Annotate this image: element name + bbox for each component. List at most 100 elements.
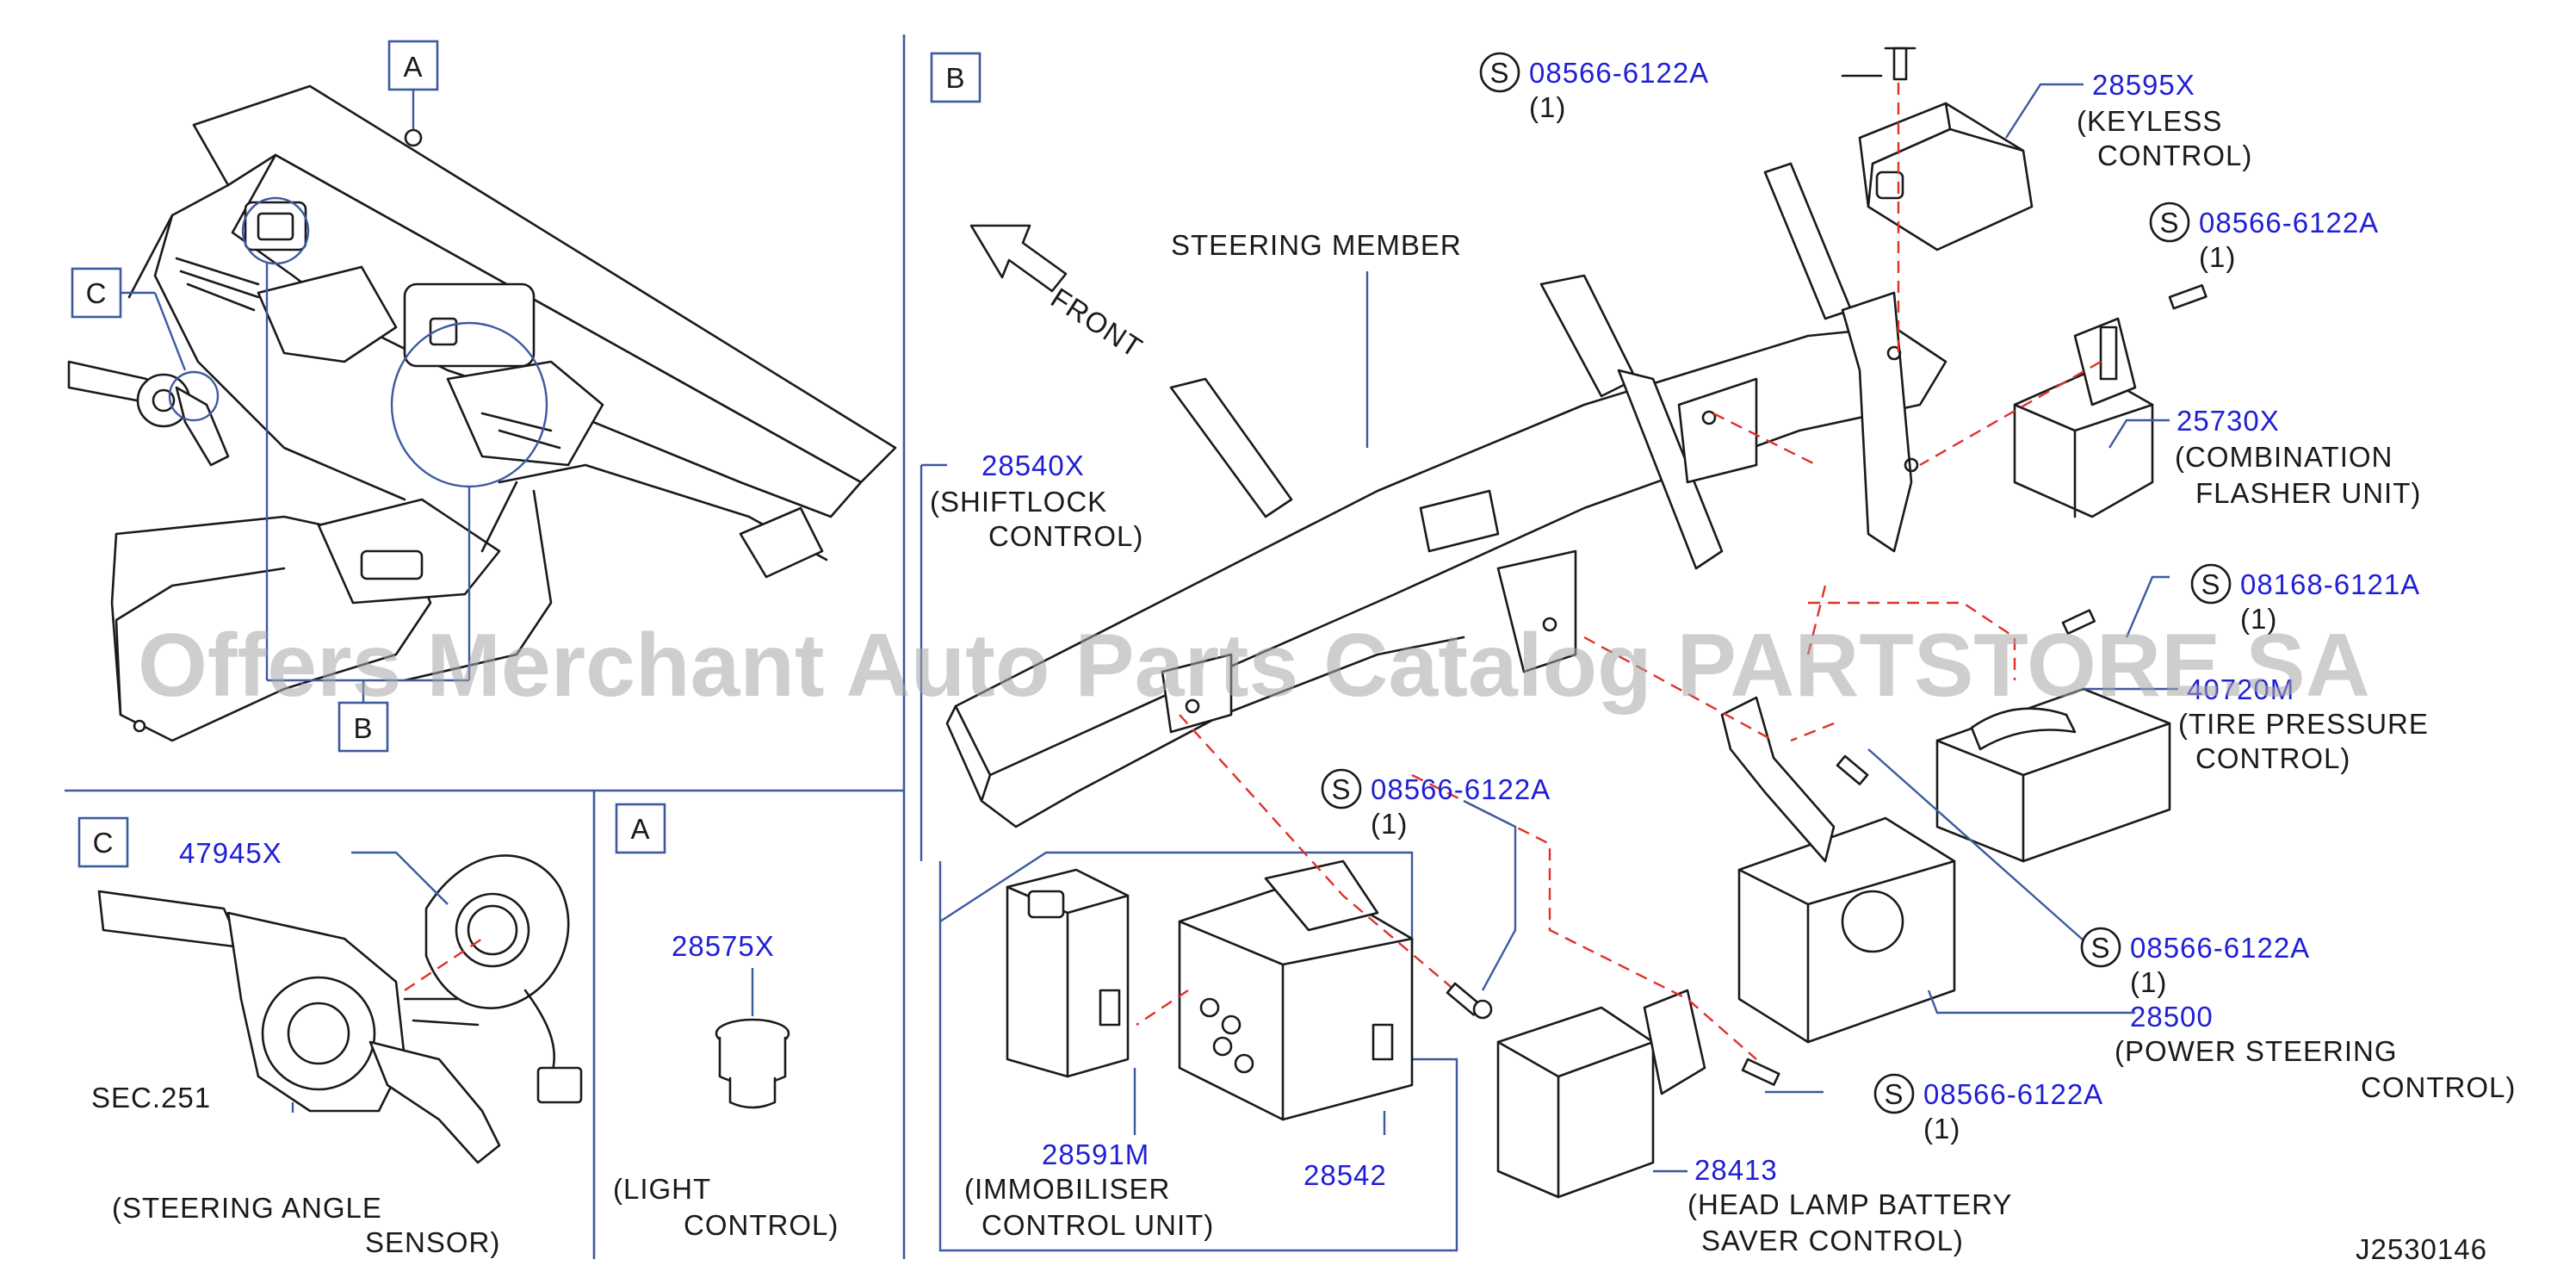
svg-text:CONTROL UNIT): CONTROL UNIT) bbox=[981, 1209, 1214, 1241]
headlamp-saver-illustration bbox=[1411, 773, 1780, 1199]
svg-text:CONTROL): CONTROL) bbox=[2195, 742, 2350, 774]
svg-text:A: A bbox=[403, 51, 423, 83]
svg-text:B: B bbox=[945, 62, 965, 94]
fastener-callout-1: S 08566-6122A (1) bbox=[1479, 52, 1709, 123]
combination-switch-small bbox=[67, 360, 230, 467]
label-28540x: 28540X (SHIFTLOCK CONTROL) bbox=[930, 450, 1143, 552]
svg-text:25730X: 25730X bbox=[2177, 405, 2280, 437]
svg-text:(1): (1) bbox=[2130, 966, 2167, 998]
steering-angle-sensor-illustration bbox=[97, 854, 583, 1164]
svg-text:08566-6122A: 08566-6122A bbox=[2199, 207, 2379, 239]
svg-text:28542: 28542 bbox=[1303, 1159, 1387, 1191]
svg-text:28413: 28413 bbox=[1694, 1154, 1778, 1186]
svg-text:S: S bbox=[1884, 1078, 1904, 1110]
view-label-a-top: A bbox=[387, 40, 439, 91]
leader-lines bbox=[351, 83, 2178, 1173]
svg-text:S: S bbox=[2201, 568, 2220, 600]
watermark: Offers Merchant Auto Parts Catalog PARTS… bbox=[138, 616, 2370, 716]
svg-text:FRONT: FRONT bbox=[1045, 282, 1149, 364]
svg-text:(STEERING ANGLE: (STEERING ANGLE bbox=[112, 1192, 382, 1224]
svg-text:08566-6122A: 08566-6122A bbox=[1371, 773, 1551, 805]
svg-text:28500: 28500 bbox=[2130, 1001, 2214, 1033]
label-28595x: 28595X (KEYLESS CONTROL) bbox=[2077, 69, 2252, 171]
svg-text:(IMMOBILISER: (IMMOBILISER bbox=[964, 1173, 1170, 1205]
panel-frames bbox=[65, 34, 906, 1259]
combination-flasher-illustration bbox=[1712, 284, 2208, 518]
shiftlock-frame bbox=[938, 851, 1458, 1252]
power-steering-illustration bbox=[1583, 636, 1956, 1044]
label-sec251: SEC.251 bbox=[91, 1082, 211, 1114]
fastener-callout-6: S 08566-6122A (1) bbox=[1873, 1073, 2103, 1145]
svg-text:C: C bbox=[93, 827, 115, 859]
svg-text:J2530146: J2530146 bbox=[2356, 1233, 2487, 1265]
svg-text:S: S bbox=[2090, 932, 2110, 964]
label-25730x: 25730X (COMBINATION FLASHER UNIT) bbox=[2175, 405, 2421, 509]
svg-text:CONTROL): CONTROL) bbox=[988, 520, 1143, 552]
fastener-callout-2: S 08566-6122A (1) bbox=[2149, 202, 2379, 273]
bolt-middle bbox=[1446, 982, 1493, 1020]
svg-text:CONTROL): CONTROL) bbox=[2097, 140, 2252, 171]
keyless-control-illustration bbox=[1841, 47, 2034, 353]
view-label-c-top: C bbox=[71, 267, 122, 319]
label-light-control: (LIGHT CONTROL) bbox=[613, 1173, 839, 1241]
svg-text:(1): (1) bbox=[2199, 241, 2236, 273]
label-steering-member: STEERING MEMBER bbox=[1171, 229, 1462, 261]
svg-text:28591M: 28591M bbox=[1042, 1138, 1149, 1170]
svg-text:(1): (1) bbox=[1371, 808, 1408, 840]
svg-text:08566-6122A: 08566-6122A bbox=[1529, 57, 1709, 89]
svg-text:S: S bbox=[1331, 773, 1351, 805]
view-leaders bbox=[121, 90, 471, 703]
label-steering-angle-sensor: (STEERING ANGLE SENSOR) bbox=[112, 1192, 500, 1258]
svg-text:SENSOR): SENSOR) bbox=[365, 1226, 500, 1258]
fastener-callout-4: S 08566-6122A (1) bbox=[1321, 768, 1551, 840]
label-40720m: 40720M (TIRE PRESSURE CONTROL) bbox=[2178, 673, 2429, 774]
dashboard-illustration bbox=[110, 84, 897, 742]
svg-text:(SHIFTLOCK: (SHIFTLOCK bbox=[930, 486, 1107, 518]
svg-text:SEC.251: SEC.251 bbox=[91, 1082, 211, 1114]
svg-text:08168-6121A: 08168-6121A bbox=[2240, 568, 2420, 600]
svg-text:08566-6122A: 08566-6122A bbox=[1923, 1078, 2103, 1110]
view-label-c-panel: C bbox=[77, 816, 129, 868]
svg-text:08566-6122A: 08566-6122A bbox=[2130, 932, 2310, 964]
svg-text:(1): (1) bbox=[1529, 91, 1566, 123]
front-arrow: FRONT bbox=[969, 224, 1149, 364]
fastener-callout-3: S 08168-6121A (1) bbox=[2190, 563, 2420, 635]
svg-text:B: B bbox=[353, 712, 373, 744]
label-28542: 28542 bbox=[1303, 1159, 1387, 1191]
view-label-a-panel: A bbox=[615, 803, 666, 854]
label-28591m: 28591M (IMMOBILISER CONTROL UNIT) bbox=[964, 1138, 1214, 1241]
svg-text:CONTROL): CONTROL) bbox=[2361, 1071, 2516, 1103]
svg-text:(LIGHT: (LIGHT bbox=[613, 1173, 711, 1205]
label-47945x: 47945X bbox=[179, 837, 282, 869]
svg-text:SAVER CONTROL): SAVER CONTROL) bbox=[1701, 1225, 1964, 1256]
svg-text:(TIRE PRESSURE: (TIRE PRESSURE bbox=[2178, 708, 2429, 740]
svg-text:STEERING MEMBER: STEERING MEMBER bbox=[1171, 229, 1462, 261]
label-28500: 28500 (POWER STEERING CONTROL) bbox=[2115, 1001, 2516, 1103]
svg-text:(COMBINATION: (COMBINATION bbox=[2175, 441, 2393, 473]
svg-text:S: S bbox=[2159, 207, 2179, 239]
svg-text:(POWER STEERING: (POWER STEERING bbox=[2115, 1035, 2398, 1067]
immobiliser-illustration bbox=[1006, 868, 1130, 1078]
diagram-id: J2530146 bbox=[2356, 1233, 2487, 1265]
svg-text:(1): (1) bbox=[2240, 603, 2277, 635]
svg-text:A: A bbox=[630, 813, 650, 845]
svg-text:(1): (1) bbox=[1923, 1113, 1960, 1145]
label-28413: 28413 (HEAD LAMP BATTERY SAVER CONTROL) bbox=[1687, 1154, 2011, 1256]
svg-text:CONTROL): CONTROL) bbox=[684, 1209, 839, 1241]
svg-text:28575X: 28575X bbox=[672, 930, 775, 962]
fastener-callout-5: S 08566-6122A (1) bbox=[2080, 927, 2310, 998]
svg-text:FLASHER UNIT): FLASHER UNIT) bbox=[2195, 477, 2421, 509]
svg-text:(KEYLESS: (KEYLESS bbox=[2077, 105, 2222, 137]
steering-member-illustration bbox=[945, 162, 1947, 828]
svg-text:28595X: 28595X bbox=[2092, 69, 2195, 101]
svg-text:C: C bbox=[86, 277, 108, 309]
svg-text:28540X: 28540X bbox=[981, 450, 1085, 481]
svg-text:40720M: 40720M bbox=[2187, 673, 2294, 705]
tire-pressure-illustration bbox=[1806, 585, 2171, 863]
svg-text:S: S bbox=[1489, 57, 1509, 89]
light-sensor-illustration bbox=[715, 1018, 790, 1109]
unit-28542-illustration bbox=[1136, 714, 1456, 1121]
view-label-b-panel: B bbox=[930, 52, 981, 103]
svg-text:47945X: 47945X bbox=[179, 837, 282, 869]
